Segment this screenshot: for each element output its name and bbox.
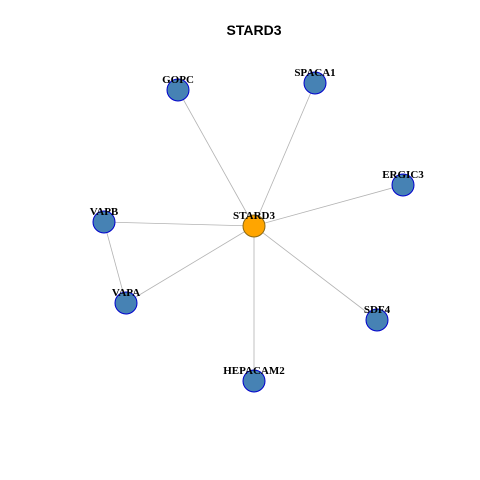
node-label-sdf4: SDF4	[364, 304, 391, 316]
node-sdf4[interactable]	[365, 308, 389, 332]
node-label-vapa: VAPA	[112, 287, 140, 299]
edges-layer	[103, 82, 404, 381]
nodes-layer	[92, 71, 415, 393]
edge-stard3-sdf4	[253, 225, 378, 321]
node-stard3[interactable]	[242, 214, 266, 238]
node-spaca1[interactable]	[303, 71, 327, 95]
node-vapb[interactable]	[92, 210, 116, 234]
edge-stard3-vapa	[125, 225, 255, 304]
node-vapa[interactable]	[114, 291, 138, 315]
node-label-vapb: VAPB	[90, 206, 119, 218]
node-label-ergic3: ERGIC3	[382, 169, 424, 181]
node-label-stard3: STARD3	[233, 210, 275, 222]
node-ergic3[interactable]	[391, 173, 415, 197]
edge-stard3-vapb	[103, 221, 255, 227]
node-label-spaca1: SPACA1	[294, 67, 335, 79]
edge-stard3-spaca1	[253, 82, 316, 227]
diagram-title: STARD3	[227, 22, 282, 38]
node-hepacam2[interactable]	[242, 369, 266, 393]
edge-vapb-vapa	[103, 221, 127, 304]
edge-stard3-gopc	[177, 89, 255, 227]
node-gopc[interactable]	[166, 78, 190, 102]
node-label-gopc: GOPC	[162, 74, 194, 86]
node-label-hepacam2: HEPACAM2	[223, 365, 285, 377]
edge-stard3-ergic3	[253, 184, 404, 227]
